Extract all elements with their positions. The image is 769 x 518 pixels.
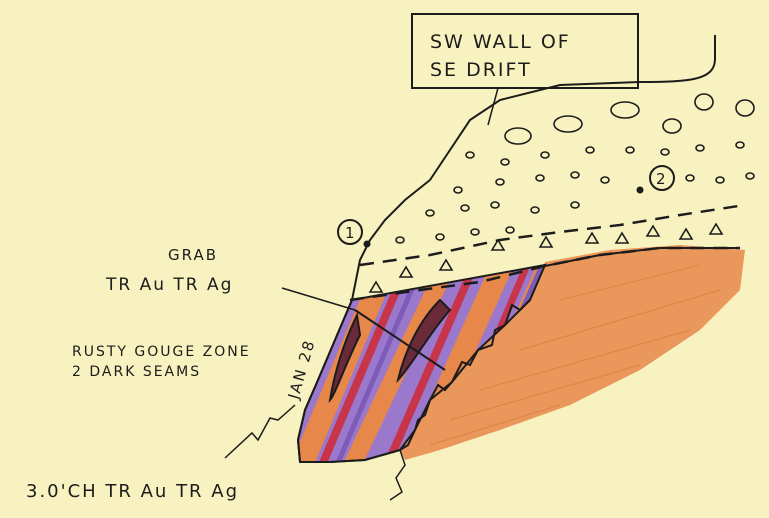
grab-label: GRAB [168, 246, 218, 264]
zone-label-line-1: RUSTY GOUGE ZONE [72, 344, 251, 360]
wall-bottom-crack [390, 450, 405, 500]
sample-point-1 [364, 241, 371, 248]
zone-label-line-2: 2 DARK SEAMS [72, 364, 201, 380]
pebble-clasts [396, 94, 754, 243]
title-line-1: SW WALL OF [430, 31, 571, 53]
grab-leader-line [282, 288, 355, 310]
sample-marker-2-label: 2 [656, 170, 668, 188]
sample-marker-1-label: 1 [345, 224, 357, 242]
channel-leader-line [225, 405, 295, 458]
channel-sample-label: 3.0'CH TR Au TR Ag [26, 481, 239, 502]
sample-point-2 [637, 187, 644, 194]
grab-assay-label: TR Au TR Ag [105, 275, 233, 295]
title-line-2: SE DRIFT [430, 59, 532, 81]
